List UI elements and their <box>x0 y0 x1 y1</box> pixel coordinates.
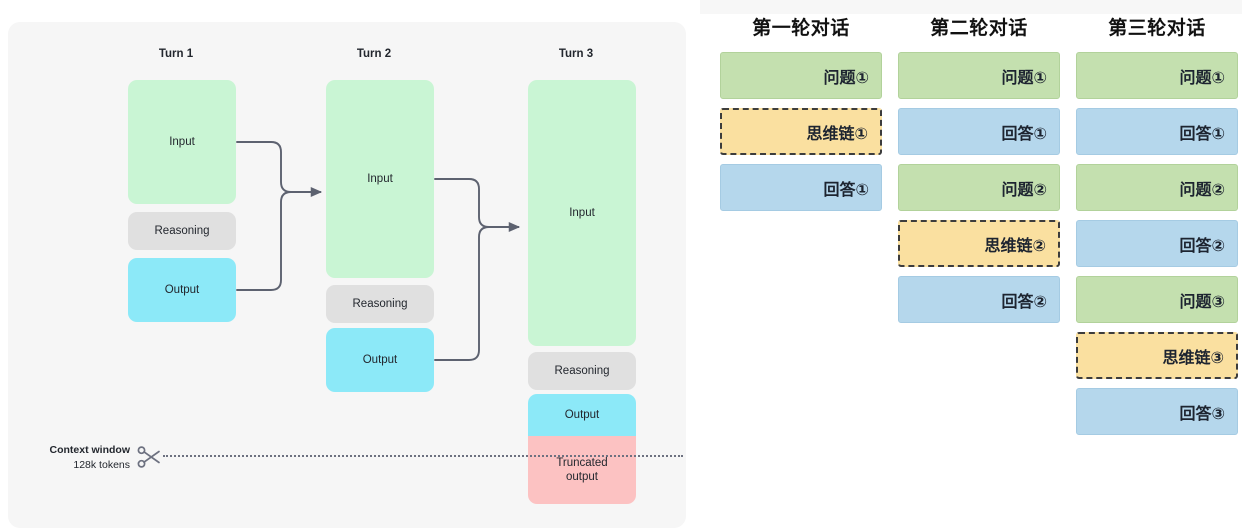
list-item: 回答① <box>720 164 882 211</box>
list-item: 回答③ <box>1076 388 1238 435</box>
context-window-label: Context window 128k tokens <box>22 443 131 473</box>
turn2-input-block: Input <box>326 80 434 278</box>
turn3-output-block: Output <box>528 394 636 436</box>
turn-title-2: Turn 2 <box>356 48 392 60</box>
turn-title-3: Turn 3 <box>558 48 594 60</box>
list-item: 回答② <box>1076 220 1238 267</box>
multi-turn-conversation-panel: 第一轮对话 问题① 思维链① 回答① 第二轮对话 问题① 回答① 问题② 思维链… <box>700 0 1242 528</box>
scissors-icon <box>136 444 162 470</box>
list-item: 问题③ <box>1076 276 1238 323</box>
list-item: 问题② <box>1076 164 1238 211</box>
list-item: 问题① <box>898 52 1060 99</box>
conversation-column-3: 第三轮对话 问题① 回答① 问题② 回答② 问题③ 思维链③ 回答③ <box>1076 0 1238 444</box>
list-item: 回答① <box>898 108 1060 155</box>
context-window-cut-line <box>163 455 683 457</box>
list-item: 思维链② <box>898 220 1060 267</box>
list-item: 回答② <box>898 276 1060 323</box>
conversation-column-1: 第一轮对话 问题① 思维链① 回答① <box>720 0 882 220</box>
conversation-column-2: 第二轮对话 问题① 回答① 问题② 思维链② 回答② <box>898 0 1060 332</box>
turn1-input-block: Input <box>128 80 236 204</box>
panel-top-band <box>700 0 1242 14</box>
turn-title-1: Turn 1 <box>158 48 194 60</box>
list-item: 回答① <box>1076 108 1238 155</box>
conversation-column-1-header: 第一轮对话 <box>752 17 850 39</box>
list-item: 问题① <box>1076 52 1238 99</box>
turn2-reasoning-block: Reasoning <box>326 285 434 323</box>
turn3-truncated-output-block: Truncated output <box>528 436 636 504</box>
context-window-title: Context window <box>49 444 131 456</box>
list-item: 思维链① <box>720 108 882 155</box>
list-item: 思维链③ <box>1076 332 1238 379</box>
list-item: 问题① <box>720 52 882 99</box>
conversation-column-3-header: 第三轮对话 <box>1108 17 1206 39</box>
list-item: 问题② <box>898 164 1060 211</box>
turn1-output-block: Output <box>128 258 236 322</box>
context-window-diagram-panel: Turn 1 Input Reasoning Output Turn 2 Inp… <box>8 22 686 528</box>
turn3-input-block: Input <box>528 80 636 346</box>
context-window-subtitle: 128k tokens <box>73 459 130 472</box>
turn1-reasoning-block: Reasoning <box>128 212 236 250</box>
conversation-column-2-header: 第二轮对话 <box>930 17 1028 39</box>
turn3-reasoning-block: Reasoning <box>528 352 636 390</box>
turn2-output-block: Output <box>326 328 434 392</box>
